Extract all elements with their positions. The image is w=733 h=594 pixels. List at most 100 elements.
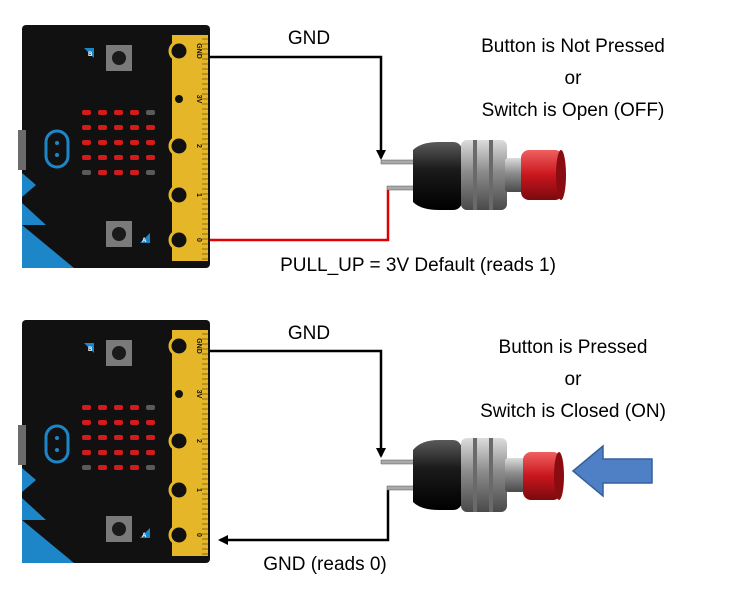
- svg-text:GND: GND: [195, 43, 202, 59]
- logo-triangle-icon: [22, 520, 74, 563]
- logo-triangle-icon: [22, 225, 74, 268]
- svg-text:2: 2: [195, 144, 202, 148]
- led: [114, 155, 123, 160]
- led: [98, 465, 107, 470]
- logo-stripe-icon: [22, 173, 36, 197]
- led: [98, 435, 107, 440]
- led: [146, 420, 155, 425]
- button-a-label: A: [142, 238, 147, 244]
- led: [130, 170, 139, 175]
- edge-pin-3v: 3V: [173, 388, 202, 400]
- led: [82, 110, 91, 115]
- push-button-switch: [380, 140, 566, 210]
- led: [98, 170, 107, 175]
- gnd-wire: [210, 349, 386, 458]
- microbit-board: B A GND 3V: [18, 25, 210, 268]
- led: [114, 125, 123, 130]
- button-a: A: [106, 221, 150, 247]
- usb-connector-icon: [18, 130, 26, 170]
- led: [146, 155, 155, 160]
- push-button-switch: [380, 438, 564, 512]
- led: [130, 450, 139, 455]
- board-body: [22, 320, 210, 563]
- button-b-label: B: [88, 52, 93, 58]
- top-caption-line3: Switch is Open (OFF): [482, 100, 665, 121]
- led: [98, 420, 107, 425]
- edge-pin-3v: 3V: [173, 93, 202, 105]
- led: [98, 140, 107, 145]
- led: [114, 140, 123, 145]
- button-a-label: A: [142, 533, 147, 539]
- led: [82, 465, 91, 470]
- led: [130, 110, 139, 115]
- top-diagram: B A GND 3V: [18, 25, 665, 276]
- edge-pin-1: 1: [168, 184, 202, 206]
- microbit-board: B A GND 3V: [18, 320, 210, 563]
- gnd-wire: [210, 55, 386, 160]
- led: [146, 435, 155, 440]
- gnd-return-wire: [218, 490, 390, 545]
- edge-connector: GND 3V 2 1 0: [168, 330, 208, 556]
- led: [82, 405, 91, 410]
- edge-pin-gnd: GND: [168, 335, 202, 357]
- svg-text:2: 2: [195, 439, 202, 443]
- led: [130, 405, 139, 410]
- led: [82, 435, 91, 440]
- led: [98, 405, 107, 410]
- top-caption-line1: Button is Not Pressed: [481, 36, 665, 57]
- svg-text:GND: GND: [195, 338, 202, 354]
- led: [146, 405, 155, 410]
- svg-text:3V: 3V: [195, 95, 202, 104]
- edge-pin-0: 0: [168, 229, 202, 251]
- led: [114, 405, 123, 410]
- bottom-pin0-label: GND (reads 0): [263, 554, 387, 575]
- led: [146, 140, 155, 145]
- led-matrix: [82, 110, 155, 175]
- edge-pin-2: 2: [168, 430, 202, 452]
- button-a: A: [106, 516, 150, 542]
- logo-stripe-icon: [22, 468, 36, 492]
- led: [114, 110, 123, 115]
- bottom-caption-line3: Switch is Closed (ON): [480, 401, 666, 422]
- edge-connector: GND 3V 2 1 0: [168, 35, 208, 261]
- led: [146, 465, 155, 470]
- svg-text:1: 1: [195, 193, 202, 197]
- bottom-gnd-label: GND: [288, 323, 330, 344]
- led: [114, 435, 123, 440]
- button-b: B: [84, 45, 132, 71]
- led: [98, 125, 107, 130]
- led: [82, 420, 91, 425]
- led: [130, 125, 139, 130]
- svg-text:1: 1: [195, 488, 202, 492]
- led: [146, 125, 155, 130]
- led: [82, 140, 91, 145]
- bottom-caption-line2: or: [565, 369, 583, 390]
- led: [146, 450, 155, 455]
- usb-connector-icon: [18, 425, 26, 465]
- edge-pin-2: 2: [168, 135, 202, 157]
- svg-text:0: 0: [195, 238, 202, 242]
- led: [130, 420, 139, 425]
- led: [114, 465, 123, 470]
- edge-pin-0: 0: [168, 524, 202, 546]
- led: [130, 435, 139, 440]
- top-gnd-label: GND: [288, 28, 330, 49]
- led: [82, 125, 91, 130]
- button-b: B: [84, 340, 132, 366]
- bottom-caption-line1: Button is Pressed: [499, 337, 648, 358]
- microbit-logo-icon: [44, 129, 70, 169]
- led: [114, 420, 123, 425]
- led: [98, 450, 107, 455]
- led: [130, 465, 139, 470]
- edge-pin-1: 1: [168, 479, 202, 501]
- led: [98, 155, 107, 160]
- board-body: [22, 25, 210, 268]
- button-b-label: B: [88, 347, 93, 353]
- led: [146, 110, 155, 115]
- logo-stripe-icon: [22, 203, 46, 225]
- left-arrow-icon: [571, 444, 653, 498]
- svg-text:0: 0: [195, 533, 202, 537]
- microbit-logo-icon: [44, 424, 70, 464]
- led: [82, 170, 91, 175]
- led: [98, 110, 107, 115]
